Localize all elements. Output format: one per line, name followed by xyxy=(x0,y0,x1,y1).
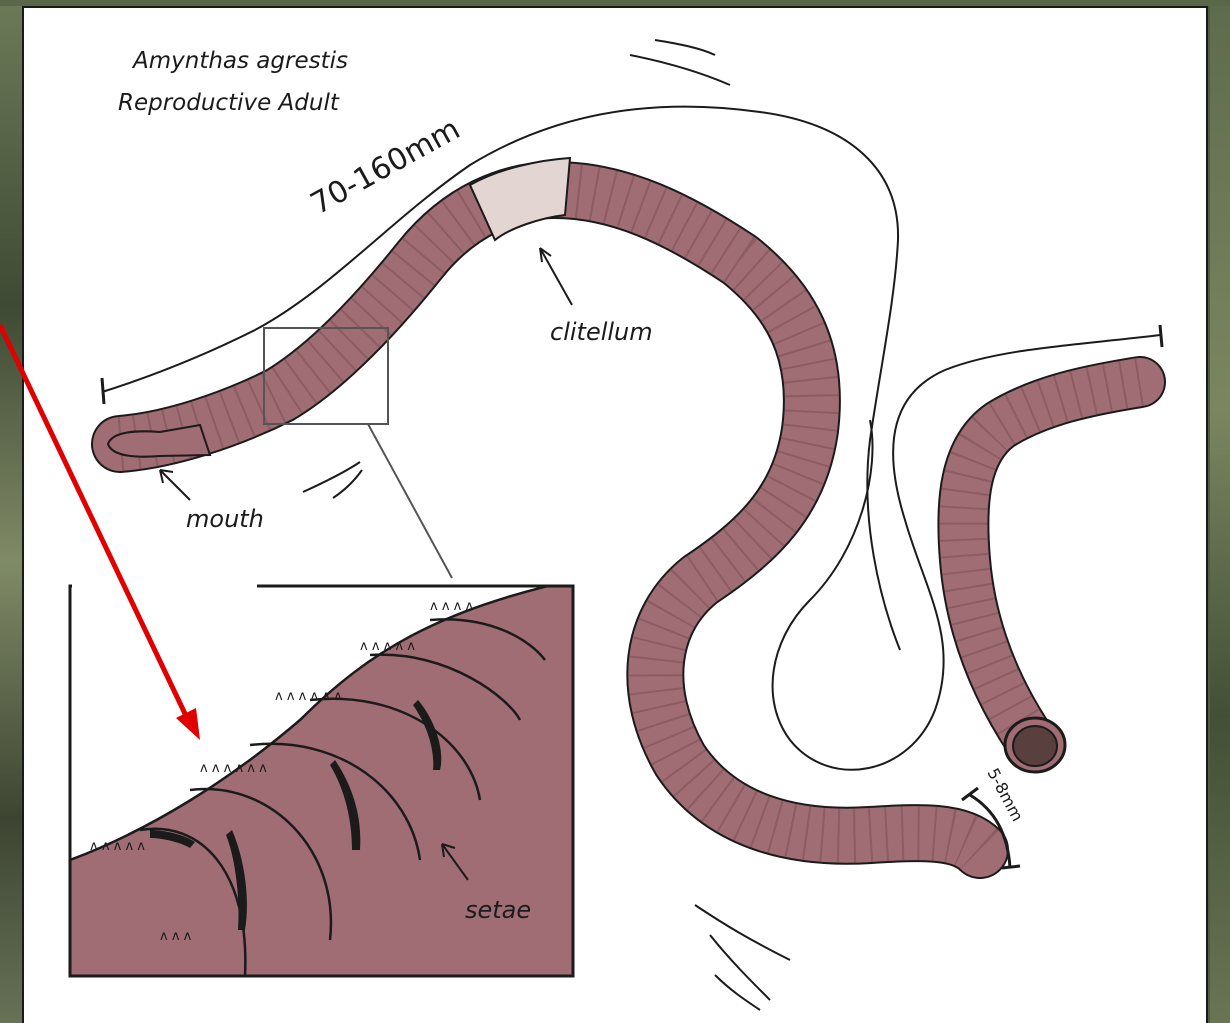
worm-tail-segment xyxy=(963,382,1140,772)
svg-text:ʌ ʌ ʌ ʌ ʌ ʌ: ʌ ʌ ʌ ʌ ʌ ʌ xyxy=(275,689,342,704)
setae-label: setae xyxy=(465,896,531,924)
svg-text:ʌ ʌ ʌ ʌ ʌ ʌ: ʌ ʌ ʌ ʌ ʌ ʌ xyxy=(200,761,267,776)
species-title: Amynthas agrestis xyxy=(131,48,348,74)
svg-text:ʌ ʌ ʌ ʌ: ʌ ʌ ʌ ʌ xyxy=(430,599,473,614)
width-dimension-endcap-bottom xyxy=(1002,866,1020,868)
cut-end-lumen xyxy=(1013,726,1057,766)
clitellum-label: clitellum xyxy=(550,318,653,346)
stage-subtitle: Reproductive Adult xyxy=(118,90,340,116)
mouth-label: mouth xyxy=(186,505,264,533)
svg-text:ʌ ʌ ʌ ʌ ʌ: ʌ ʌ ʌ ʌ ʌ xyxy=(90,839,145,854)
zoom-connector-line xyxy=(368,424,452,578)
svg-text:ʌ ʌ ʌ: ʌ ʌ ʌ xyxy=(160,929,192,944)
length-dimension-endcap xyxy=(102,378,104,404)
loop-endcap xyxy=(1160,325,1162,347)
width-measurement: 5-8mm xyxy=(983,765,1027,825)
svg-text:ʌ ʌ ʌ ʌ ʌ: ʌ ʌ ʌ ʌ ʌ xyxy=(360,639,415,654)
